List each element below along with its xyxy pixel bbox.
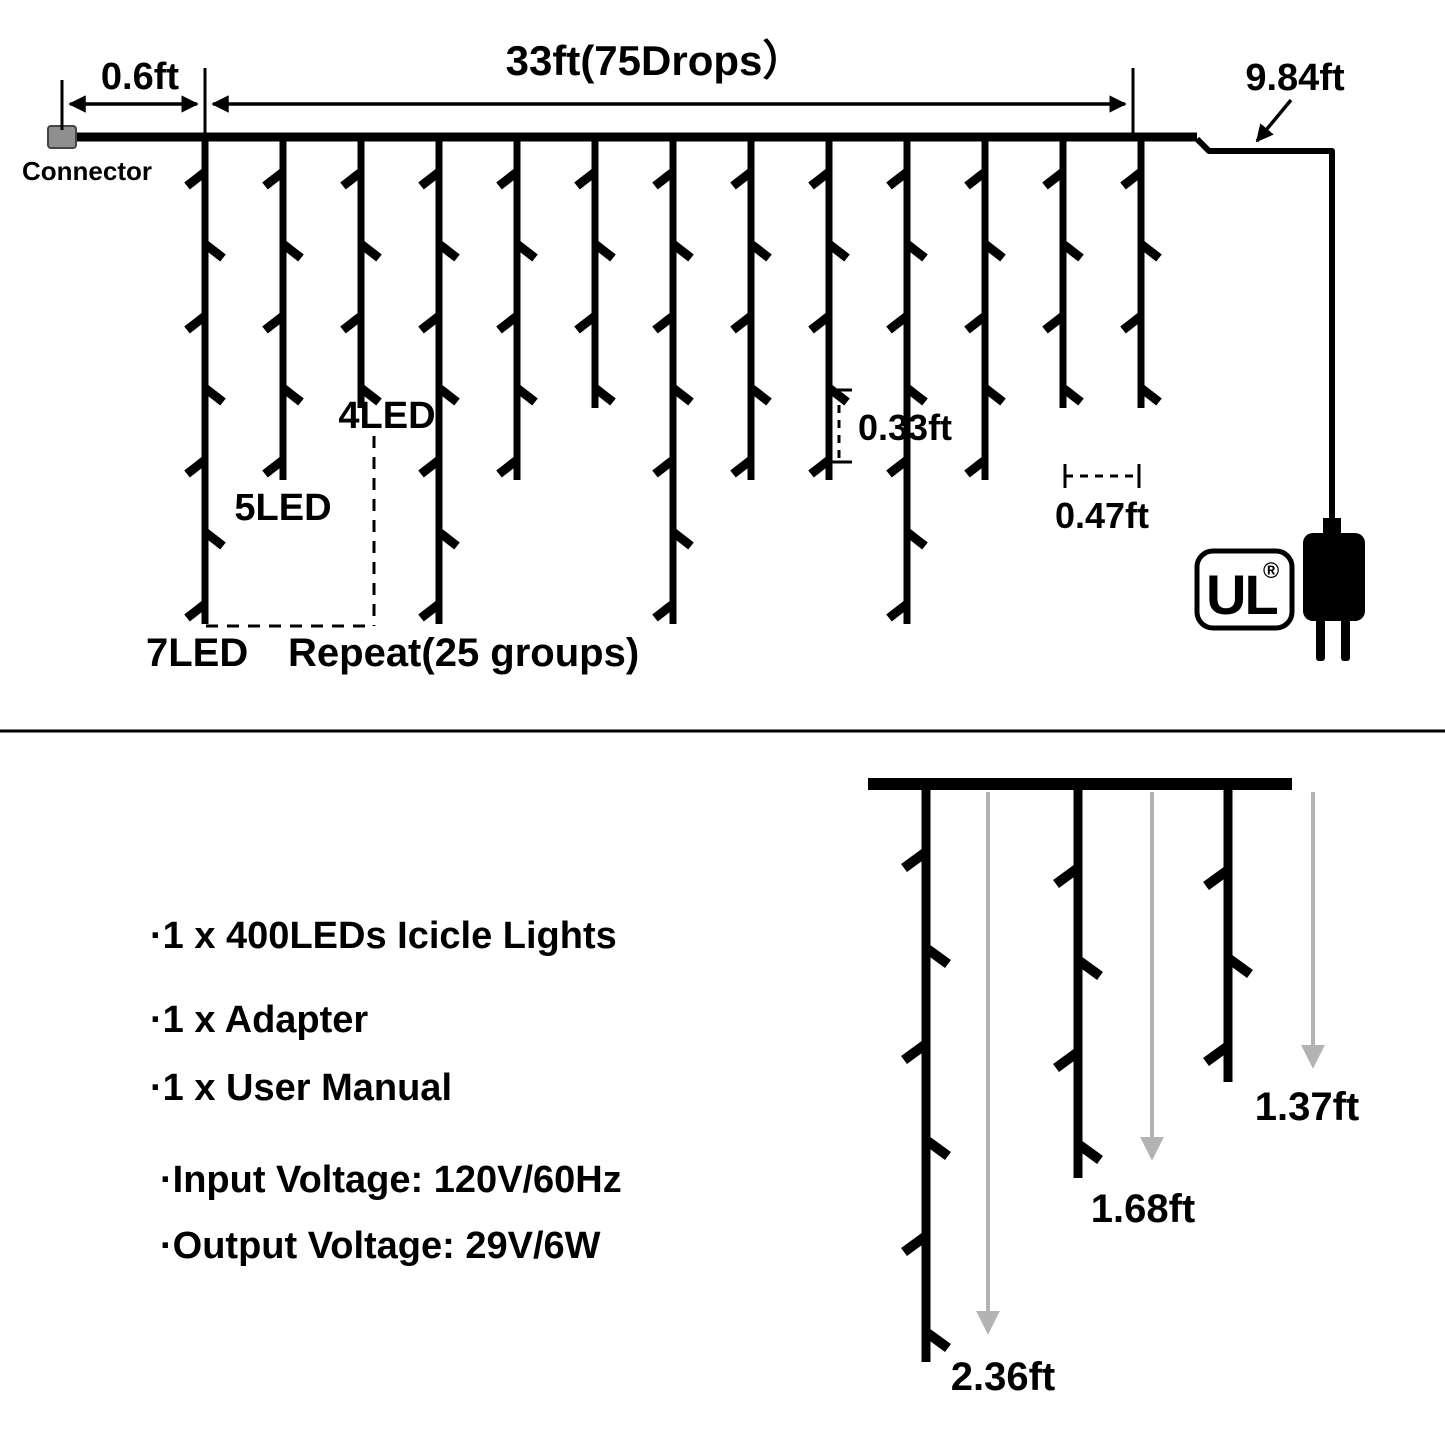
package-item: ·1 x User Manual [150, 1067, 452, 1109]
icicle-drop [340, 137, 382, 408]
detail-diagram: 2.36ft 1.68ft 1.37ft [868, 778, 1360, 1399]
ul-badge-box [1194, 548, 1295, 631]
detail-drop [1053, 784, 1103, 1178]
spec-item: ·Output Voltage: 29V/6W [160, 1225, 601, 1267]
lead-length-label: 0.6ft [101, 56, 179, 98]
detail-length-label-2: 1.68ft [1091, 1187, 1196, 1231]
electrical-specs-list: ·Input Voltage: 120V/60Hz ·Output Voltag… [160, 1159, 622, 1267]
ul-registered-icon: ® [1263, 558, 1279, 583]
plug-prong-left [1316, 619, 1325, 661]
icicle-drop [184, 137, 226, 624]
ul-badge-text: UL [1206, 563, 1277, 626]
detail-length-label-1: 2.36ft [951, 1355, 1056, 1399]
icicle-drop [730, 137, 772, 480]
power-plug-icon [1303, 518, 1365, 661]
led7-label: 7LED [146, 631, 248, 675]
top-diagram: Connector 0.6ft 33ft(75Drops） 9.84ft UL [22, 37, 1365, 675]
detail-drop [901, 784, 951, 1362]
detail-drop [1203, 784, 1253, 1082]
led5-label: 5LED [234, 487, 331, 529]
icicle-drop [964, 137, 1006, 480]
plug-prong-right [1341, 619, 1350, 661]
icicle-drop [418, 137, 460, 624]
icicle-drop [652, 137, 694, 624]
detail-length-label-3: 1.37ft [1255, 1085, 1360, 1129]
span-length-label: 33ft(75Drops） [506, 37, 805, 84]
icicle-drop [496, 137, 538, 480]
package-item: ·1 x Adapter [150, 999, 368, 1041]
package-item: ·1 x 400LEDs Icicle Lights [150, 915, 617, 957]
spec-item: ·Input Voltage: 120V/60Hz [160, 1159, 622, 1201]
icicle-drop [808, 137, 850, 480]
plug-lead-label: 9.84ft [1245, 57, 1345, 99]
icicle-drop [1042, 137, 1084, 408]
icicle-drop [262, 137, 304, 480]
power-cord [1194, 136, 1335, 524]
horizontal-spacing-label: 0.47ft [1055, 495, 1149, 536]
package-contents-list: ·1 x 400LEDs Icicle Lights ·1 x Adapter … [150, 915, 617, 1109]
vertical-spacing-label: 0.33ft [858, 407, 952, 448]
icicle-drop-strands [184, 137, 1162, 624]
led4-label: 4LED [338, 395, 435, 437]
plug-lead-pointer [1255, 98, 1293, 143]
detail-drop-strands [901, 784, 1253, 1362]
repeat-label: Repeat(25 groups) [288, 631, 639, 675]
ul-certification-badge: UL ® [1194, 548, 1295, 631]
horizontal-spacing-measure [1063, 464, 1141, 488]
icicle-drop [574, 137, 616, 408]
icicle-drop [1120, 137, 1162, 408]
icicle-drop [886, 137, 928, 624]
plug-body [1303, 533, 1365, 621]
connector-label: Connector [22, 156, 152, 186]
vertical-spacing-measure [826, 388, 852, 464]
